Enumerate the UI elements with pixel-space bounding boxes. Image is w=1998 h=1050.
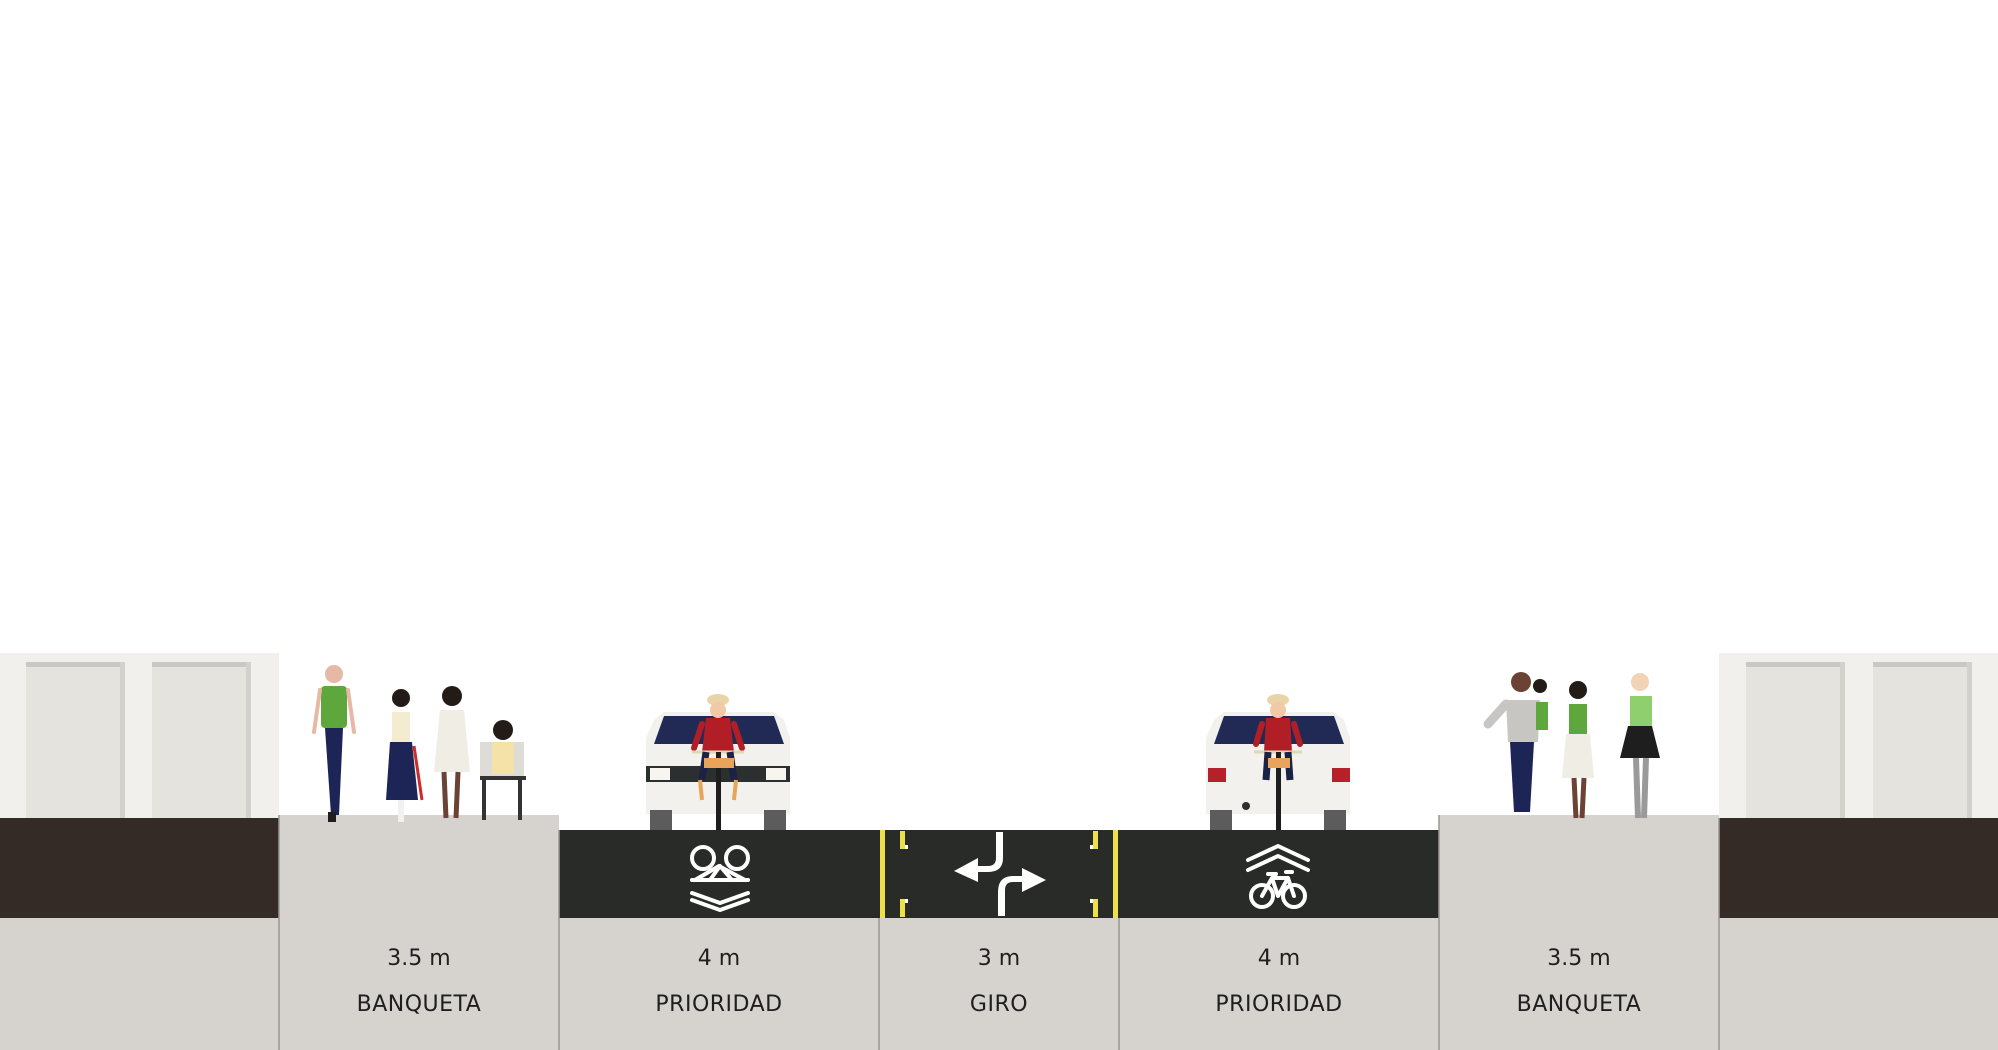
cyclist-right [1253,694,1303,830]
segment-name: GIRO [969,992,1029,1017]
sidewalk-right [1439,815,1719,918]
segment-width: 3.5 m [1547,946,1611,971]
segment-name: PRIORIDAD [1215,992,1343,1017]
segment-label-turn-lane: 3 m GIRO [879,918,1119,1050]
cyclist-left [691,694,745,830]
turn-arrows-icon [954,832,1046,916]
segment-name: BANQUETA [1516,992,1642,1017]
segment-name: PRIORIDAD [655,992,783,1017]
segment-label-priority-left: 4 m PRIORIDAD [559,918,879,1050]
pedestrian-woman-green-top [1562,681,1594,819]
segment-label-sidewalk-left: 3.5 m BANQUETA [279,918,559,1050]
segment-name: BANQUETA [356,992,482,1017]
pedestrian-wheelchair [480,720,526,820]
pedestrian-man-green [312,665,356,822]
segment-width: 4 m [1257,946,1301,971]
segment-label-priority-right: 4 m PRIORIDAD [1119,918,1439,1050]
segment-dividers [278,815,1720,1050]
pedestrian-woman-white-dress [434,686,470,819]
segment-width: 4 m [697,946,741,971]
segment-width: 3.5 m [387,946,451,971]
pedestrian-man-carrying-child [1483,672,1548,812]
tandem-bike-chevron-icon [690,845,750,912]
sidewalk-left [279,815,559,918]
segment-label-sidewalk-right: 3.5 m BANQUETA [1439,918,1719,1050]
label-strip [0,918,1998,1050]
yellow-lane-lines [880,830,1118,918]
sharrow-icon [1246,844,1310,909]
segment-width: 3 m [977,946,1021,971]
pedestrian-woman-black-skirt [1620,673,1660,819]
building-right [1719,653,1998,918]
building-left [0,653,279,918]
pedestrian-woman-cane [386,689,424,822]
